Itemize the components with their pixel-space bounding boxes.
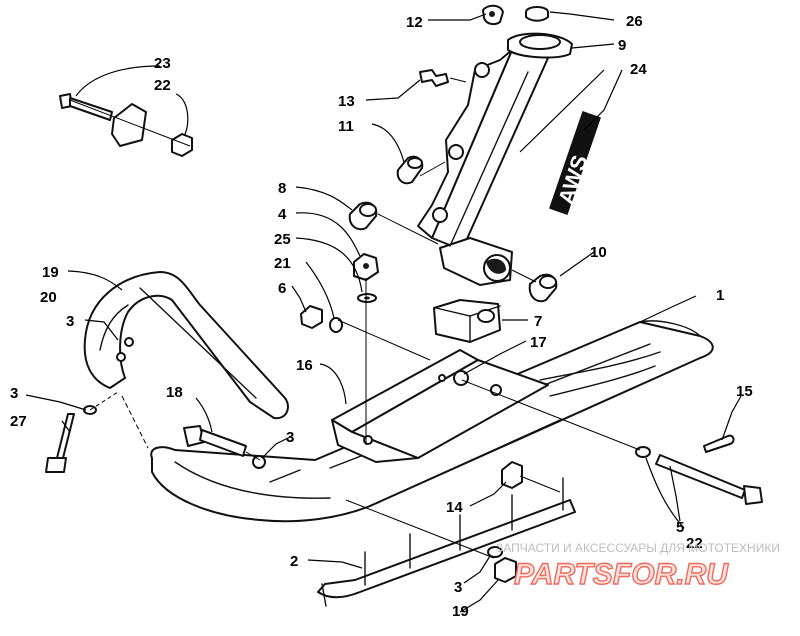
callout-3-loop: 3	[66, 313, 74, 330]
washer-3-center	[252, 455, 266, 469]
callout-14: 14	[446, 499, 463, 516]
callout-7: 7	[534, 313, 542, 330]
callout-17: 17	[530, 334, 547, 351]
callout-3-center: 3	[286, 429, 294, 446]
callout-2: 2	[290, 553, 298, 570]
assembly-lines	[69, 77, 641, 559]
ski-loop-part	[83, 271, 289, 420]
callout-20: 19	[42, 264, 59, 281]
bolt-18	[183, 425, 247, 457]
aws-decal-label: AWS	[553, 152, 592, 207]
callout-3-left: 3	[10, 385, 18, 402]
leader-lines	[25, 11, 742, 613]
retainer-plate	[111, 103, 147, 147]
callout-18: 18	[166, 384, 183, 401]
callout-19-loop: 20	[40, 289, 57, 306]
watermark-logo: PARTSFOR.RU	[514, 558, 729, 591]
nut-4	[353, 253, 379, 281]
callout-25: 24	[630, 61, 647, 78]
wear-bar-part	[317, 477, 576, 607]
bushing-11	[396, 155, 424, 185]
aws-decal-part: AWS	[549, 111, 601, 215]
washer-22-upper	[329, 317, 343, 333]
saddle-part	[331, 349, 549, 463]
bushing-10	[528, 273, 558, 303]
callout-10: 10	[590, 244, 607, 261]
nut-19-bottom	[494, 557, 517, 583]
callout-13: 13	[338, 93, 355, 110]
bushing-8	[348, 201, 378, 231]
cotter-pin-15	[703, 434, 735, 453]
callout-6: 6	[278, 280, 286, 297]
callout-27: 26	[626, 13, 643, 30]
callout-16: 16	[296, 357, 313, 374]
watermark-caption: ЗАПЧАСТИ И АКСЕССУАРЫ ДЛЯ МОТОТЕХНИКИ	[496, 541, 780, 555]
callout-21: 27	[10, 413, 27, 430]
callout-22-right: 22	[686, 535, 703, 552]
grease-fitting-13	[419, 69, 449, 87]
washer-22-right	[635, 446, 651, 458]
washer-26	[357, 293, 377, 303]
watermark: ЗАПЧАСТИ И АКСЕССУАРЫ ДЛЯ МОТОТЕХНИКИ PA…	[496, 541, 780, 592]
washer-3-bottom	[487, 546, 503, 558]
callout-8: 8	[278, 180, 286, 197]
callout-5: 5	[676, 519, 684, 536]
bolt-5	[655, 454, 763, 505]
bolt-21	[45, 413, 75, 473]
callout-19-bottom: 19	[452, 603, 469, 620]
spacer-block-7	[433, 299, 501, 343]
cap-27	[525, 6, 549, 22]
callout-12: 12	[406, 14, 423, 31]
callout-9: 9	[618, 37, 626, 54]
nut-6	[300, 305, 323, 329]
nut-23	[171, 133, 193, 157]
callout-labels: 1 2 3 3 3 3 4 5 6 7 8 9 10 11 12 13 14 1…	[10, 13, 753, 620]
grommet-12	[482, 4, 504, 26]
callout-15: 15	[736, 383, 753, 400]
callout-4: 4	[278, 206, 287, 223]
bolt-24	[59, 93, 113, 121]
spindle-part	[417, 32, 573, 286]
nut-14	[501, 461, 523, 489]
callout-22-upper: 21	[274, 255, 291, 272]
callout-23: 22	[154, 77, 171, 94]
callout-3-bottom: 3	[454, 579, 462, 596]
callout-24: 23	[154, 55, 171, 72]
callout-26: 25	[274, 231, 291, 248]
callout-1: 1	[716, 287, 724, 304]
callout-11: 11	[338, 118, 354, 135]
